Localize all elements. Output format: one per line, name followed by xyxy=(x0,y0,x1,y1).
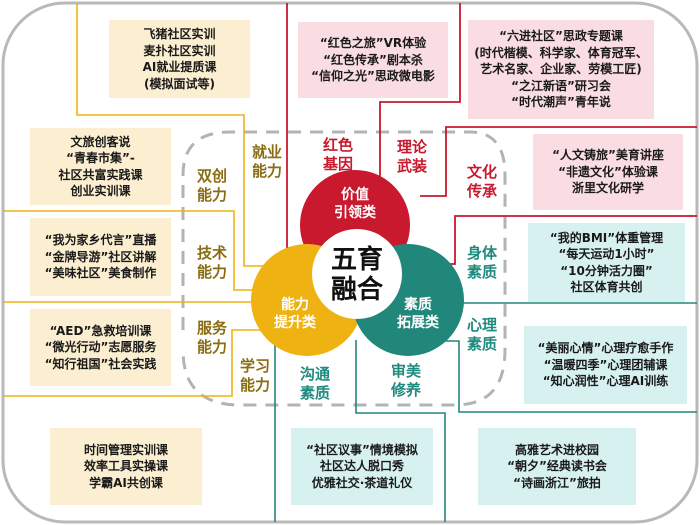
box-innovation: 文旅创客说“青春市集”- 社区共富实践课创业实训课 xyxy=(30,128,171,205)
label-service: 服务能力 xyxy=(196,319,227,356)
box-red-gene: “红色之旅”VR体验“红色传承”剧本杀 “信仰之光”思政微电影 xyxy=(298,22,448,98)
box-culture: “人文铸旅”美育讲座“非遗文化”体验课 浙里文化研学 xyxy=(533,134,683,210)
quality-circle-label: 素质 拓展类 xyxy=(397,297,439,331)
ability-circle-label: 能力 提升类 xyxy=(274,297,316,331)
box-employment: 飞猪社区实训麦扑社区实训 AI就业提质课(模拟面试等) xyxy=(109,20,250,98)
box-learning: 时间管理实训课效率工具实操课 学霸AI共创课 xyxy=(50,428,202,505)
label-technical: 技术能力 xyxy=(196,244,227,281)
label-learning: 学习能力 xyxy=(239,357,270,394)
label-theory: 理论武装 xyxy=(396,138,427,175)
center-circle xyxy=(312,229,402,319)
label-communication: 沟通素质 xyxy=(299,365,330,402)
box-aesthetic: 高雅艺术进校园“朝夕”经典读书会 “诗画浙江”旅拍 xyxy=(478,428,636,505)
box-technical: “我为家乡代言”直播“金牌导游”社区讲解 “美味社区”美食制作 xyxy=(30,218,171,296)
label-aesthetic: 审美修养 xyxy=(390,362,421,399)
label-red-gene: 红色基因 xyxy=(322,136,353,173)
value-circle-label: 价值 引领类 xyxy=(334,187,376,221)
label-physical: 身体素质 xyxy=(466,244,497,281)
dashed-inner-frame xyxy=(181,130,507,407)
label-innovation: 双创能力 xyxy=(196,167,227,204)
box-service: “AED”急救培训课“微光行动”志愿服务 “知行祖国”社会实践 xyxy=(30,309,171,386)
label-employment: 就业能力 xyxy=(251,143,282,180)
label-culture: 文化传承 xyxy=(466,163,497,200)
box-theory: “六进社区”思政专题课(时代楷模、科学家、体育冠军、 艺术名家、企业家、劳模工匠… xyxy=(468,20,654,119)
box-mental: “美丽心情”心理疗愈手作“温暖四季”心理团辅课 “知心润性”心理AI训练 xyxy=(524,326,687,404)
center-title: 五育 融合 xyxy=(330,245,383,305)
label-mental: 心理素质 xyxy=(466,316,497,353)
box-physical: “我的BMI”体重管理“每天运动1小时” “10分钟活力圈”社区体育共创 xyxy=(528,223,685,302)
box-communication: “社区议事”情境模拟社区达人脱口秀 优雅社交·茶道礼仪 xyxy=(291,428,433,505)
